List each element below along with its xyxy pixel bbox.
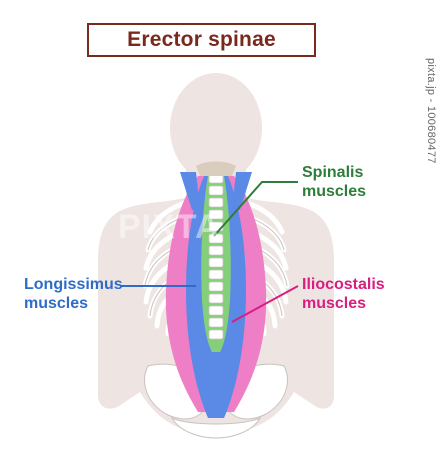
neck-muscles (180, 172, 252, 210)
iliocostalis-label: Iliocostalis muscles (302, 275, 385, 313)
iliocostalis-label-line1: Iliocostalis (302, 276, 385, 293)
image-id-watermark: pixta.jp - 100680477 (425, 58, 437, 164)
longissimus-label-line1: Longissimus (24, 276, 123, 293)
spinalis-label: Spinalis muscles (302, 163, 366, 201)
longissimus-label: Longissimus muscles (24, 275, 123, 313)
spinalis-leader-line (213, 181, 298, 237)
stock-watermark: PIXTA (118, 208, 221, 246)
skull-base (196, 161, 236, 176)
longissimus-label-line2: muscles (24, 295, 89, 312)
diagram-title: Erector spinae (87, 23, 316, 57)
leader-lines (121, 181, 299, 323)
iliocostalis-leader-line (231, 285, 299, 323)
iliocostalis-label-line2: muscles (302, 295, 367, 312)
spine (208, 173, 224, 340)
spinalis-label-line1: Spinalis (302, 164, 364, 181)
spinalis-label-line2: muscles (302, 183, 367, 200)
